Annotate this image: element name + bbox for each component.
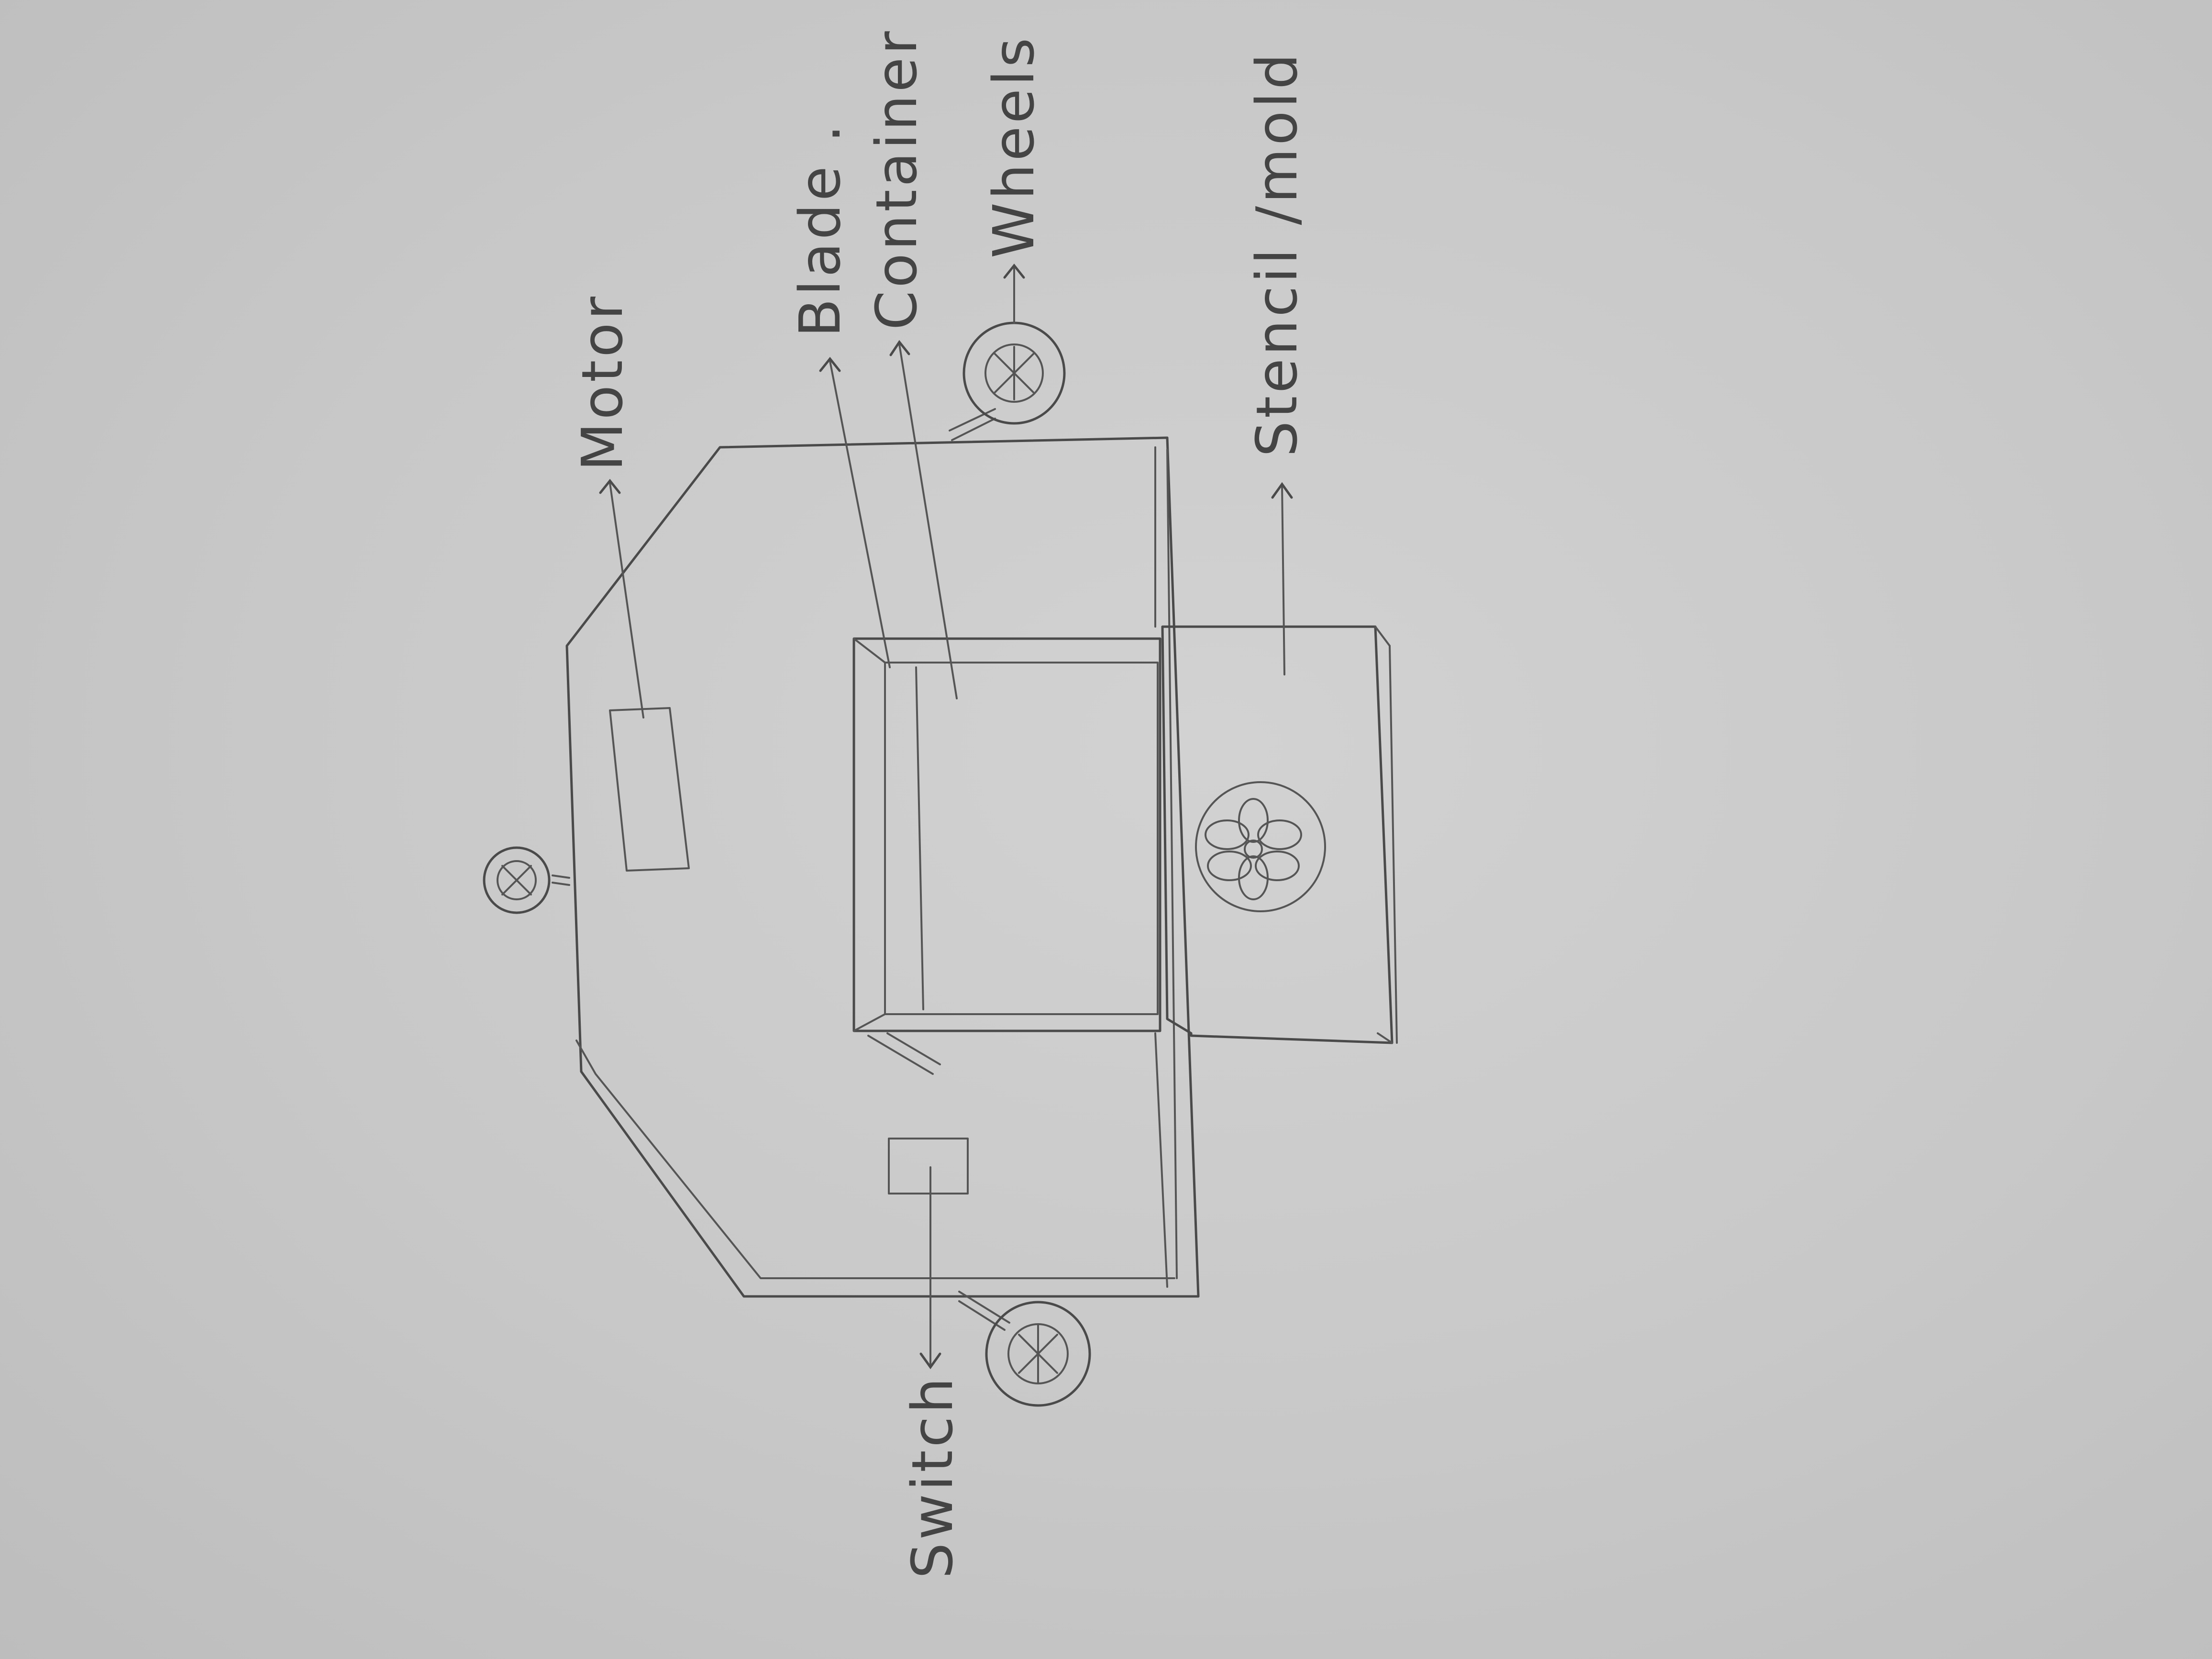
- stencil-label: Stencil /mold: [1244, 51, 1310, 457]
- motor-box: [610, 708, 689, 871]
- wheel-top-left: [484, 848, 569, 913]
- blade-label: Blade .: [787, 122, 853, 337]
- wheel-bottom: [959, 1292, 1090, 1405]
- switch-label: Switch: [899, 1375, 965, 1579]
- wheels-leader: [1005, 265, 1024, 323]
- stencil-mold: [1162, 627, 1397, 1043]
- wheels-label: Wheels: [981, 35, 1047, 258]
- motor-label: Motor: [569, 294, 635, 471]
- machine-body: [567, 438, 1198, 1296]
- blade-leader: [820, 359, 890, 667]
- motor-leader: [600, 481, 643, 718]
- stencil-leader: [1272, 484, 1292, 675]
- wheel-top-right: [950, 323, 1064, 440]
- switch-box: [889, 1139, 968, 1194]
- container-leader: [891, 342, 957, 698]
- container-frame: [854, 639, 1160, 1074]
- flower-icon: [1206, 799, 1301, 899]
- switch-leader: [921, 1167, 940, 1367]
- container-label: Container: [863, 28, 929, 330]
